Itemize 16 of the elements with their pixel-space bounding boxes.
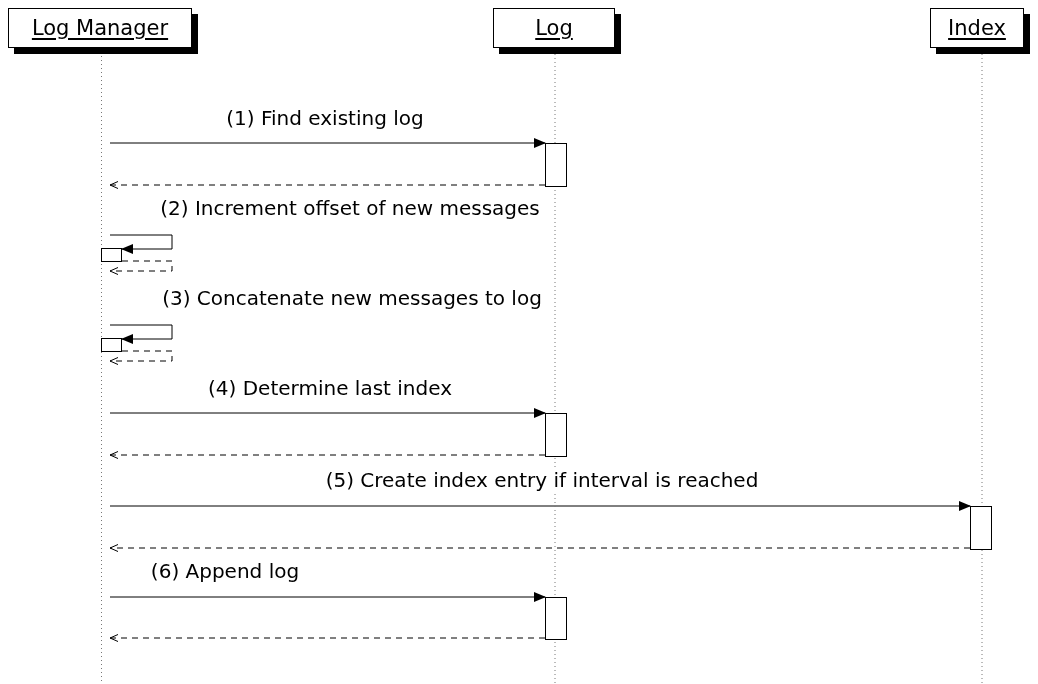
message-arrow [109, 592, 546, 602]
message-arrow [109, 408, 546, 418]
return-arrow [109, 451, 546, 459]
activation-bar [545, 143, 567, 187]
activation-bar [545, 597, 567, 640]
message-arrow [109, 138, 546, 148]
return-arrow [109, 634, 546, 642]
return-arrow [109, 260, 173, 275]
message-arrow [109, 501, 971, 511]
message-arrow [109, 234, 173, 254]
return-arrow [109, 350, 173, 365]
activation-bar [970, 506, 992, 550]
activation-bar [545, 413, 567, 457]
message-arrow [109, 324, 173, 344]
return-arrow [109, 181, 546, 189]
return-arrow [109, 544, 971, 552]
